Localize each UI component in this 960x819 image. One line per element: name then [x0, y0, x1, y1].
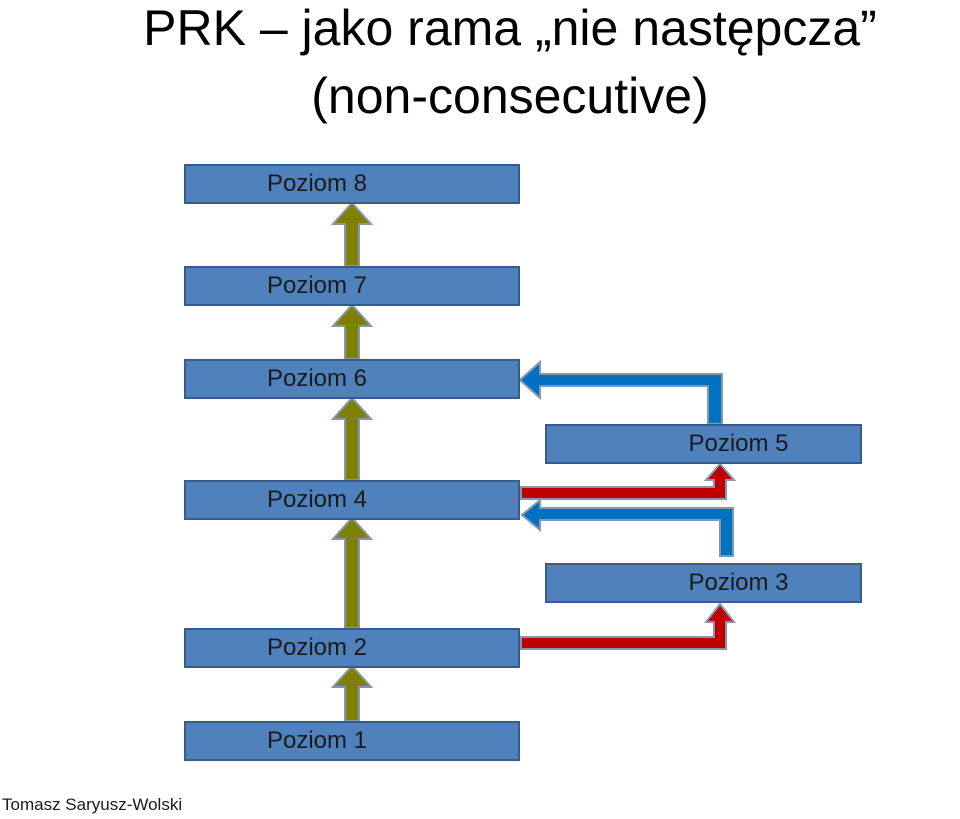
level-box-poziom3: Poziom 3	[545, 563, 862, 603]
arrow-poziom2-to-poziom4	[330, 516, 374, 629]
slide-title-line-1: PRK – jako rama „nie następcza”	[143, 0, 877, 56]
arrow-poziom1-to-poziom2	[330, 664, 374, 722]
level-box-poziom6: Poziom 6	[184, 359, 520, 399]
arrow-poziom4-to-poziom6	[330, 396, 374, 481]
level-box-poziom4: Poziom 4	[184, 480, 520, 520]
arrow-poziom7-to-poziom8	[330, 201, 374, 267]
arrow-poziom4-to-poziom5	[520, 462, 737, 500]
level-box-poziom5: Poziom 5	[545, 424, 862, 464]
arrow-poziom3-to-poziom4	[520, 497, 734, 557]
level-box-poziom2: Poziom 2	[184, 628, 520, 668]
level-box-poziom8: Poziom 8	[184, 164, 520, 204]
level-box-poziom1: Poziom 1	[184, 721, 520, 761]
arrow-poziom6-to-poziom7	[330, 303, 374, 360]
arrow-poziom2-to-poziom3	[520, 602, 737, 650]
level-box-poziom7: Poziom 7	[184, 266, 520, 306]
arrow-poziom5-to-poziom6	[518, 359, 723, 425]
slide-title-line-2: (non-consecutive)	[311, 68, 709, 124]
footer-author: Tomasz Saryusz-Wolski	[2, 795, 183, 814]
